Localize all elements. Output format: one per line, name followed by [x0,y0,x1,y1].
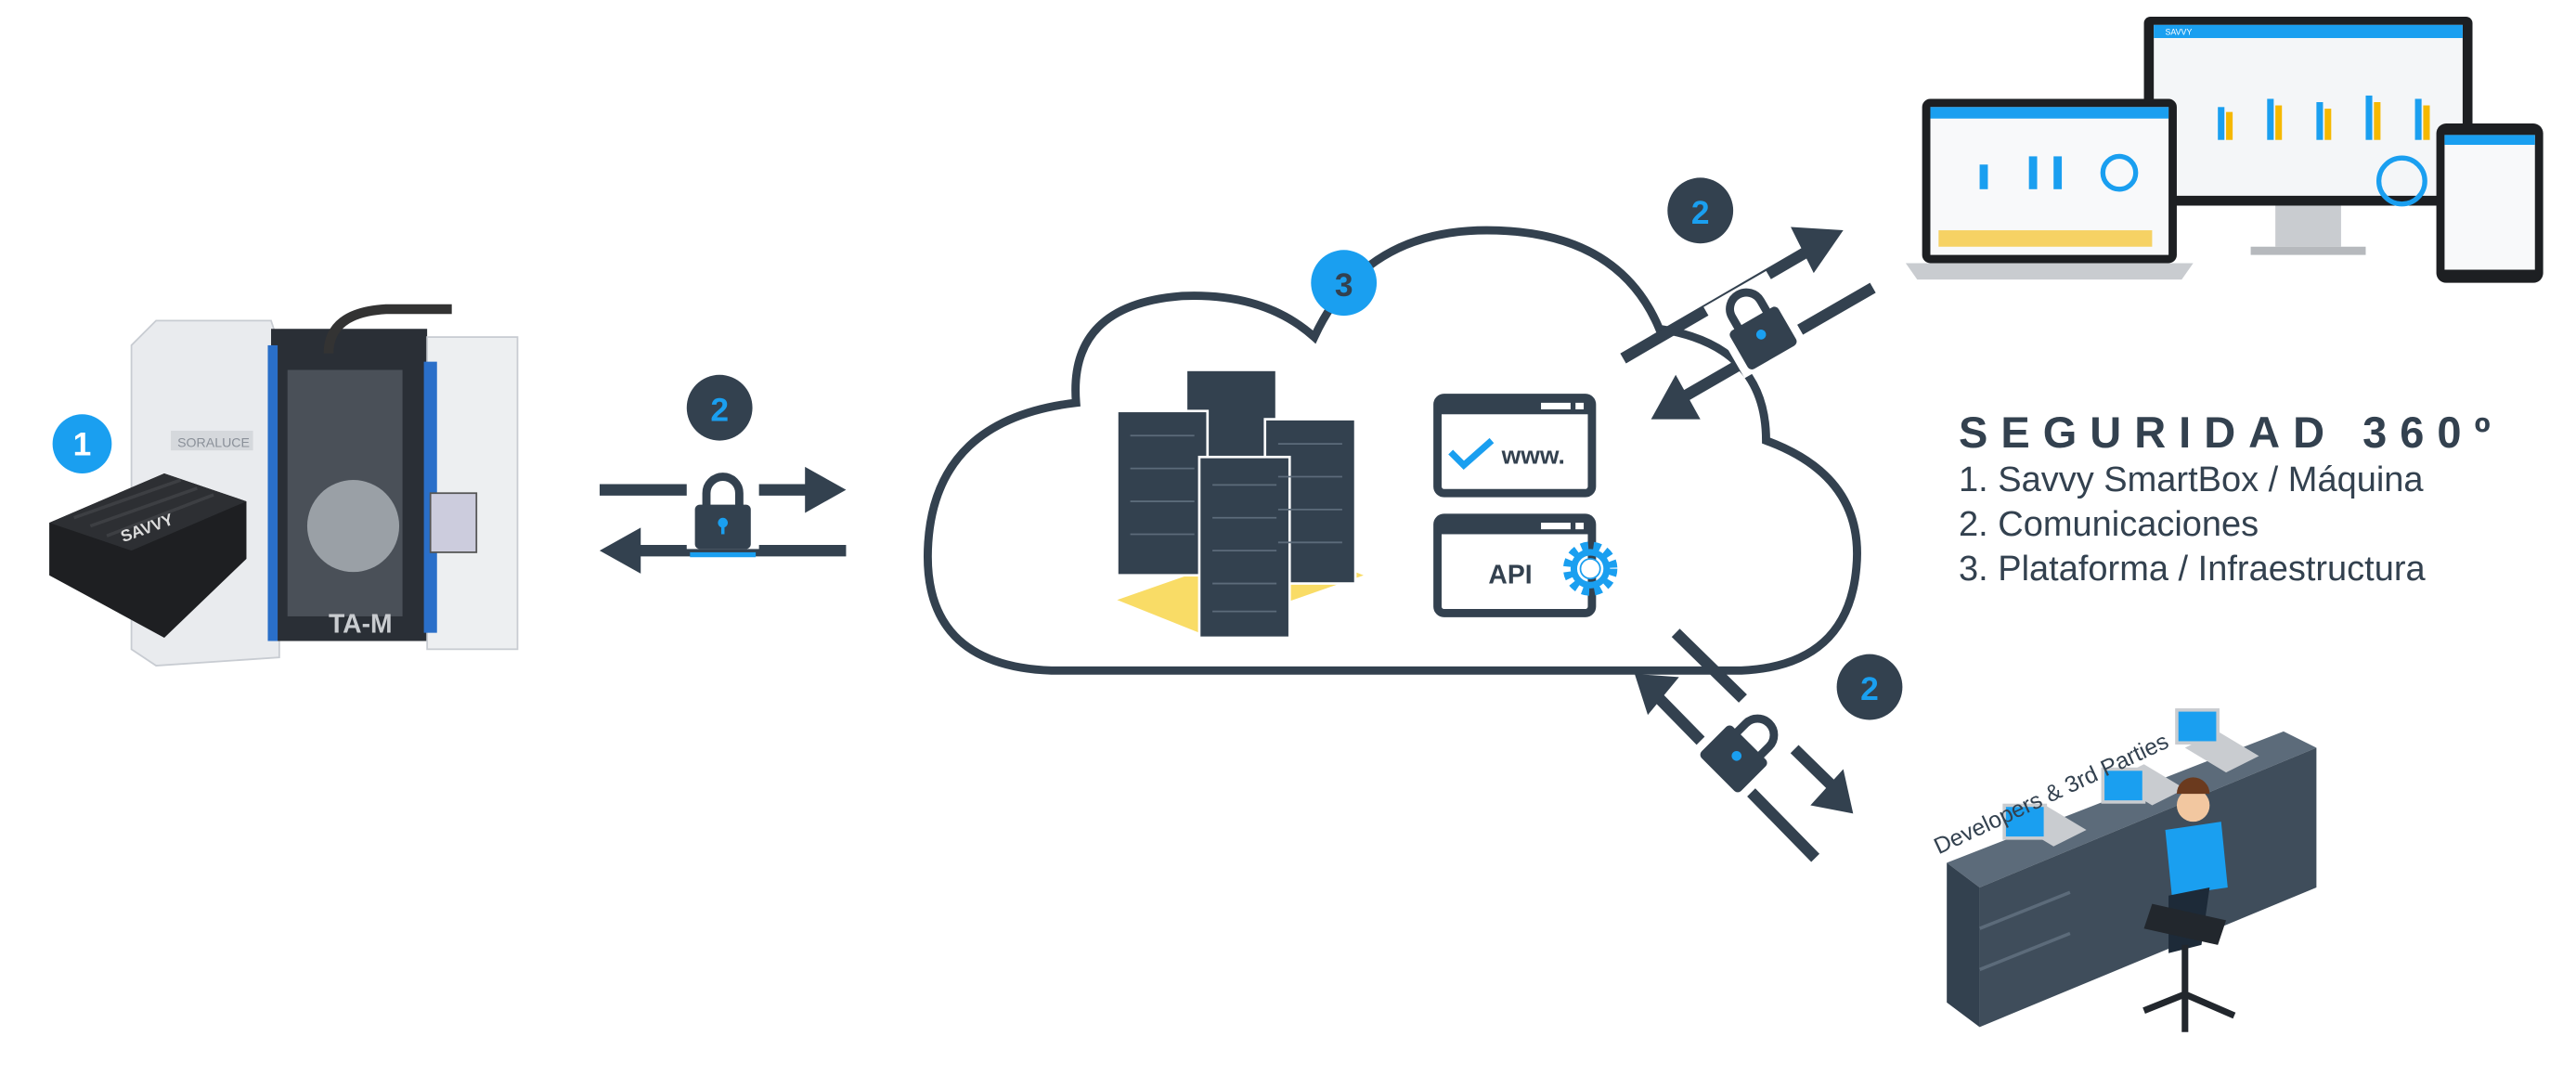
badge-1: 1 [52,414,112,473]
badge-2-left-label: 2 [710,392,729,428]
legend-title: SEGURIDAD 360º [1959,408,2504,457]
www-window-icon: www. [1433,394,1597,498]
legend-item-1: 1. Savvy SmartBox / Máquina [1959,460,2424,499]
smartbox-illustration: SAVVY [49,473,247,638]
security-legend: SEGURIDAD 360º 1. Savvy SmartBox / Máqui… [1959,407,2504,591]
legend-item-2: 2. Comunicaciones [1959,505,2259,544]
legend-item-3: 3. Plataforma / Infraestructura [1959,550,2426,589]
api-window-icon: API [1433,513,1618,617]
lock-icon [686,470,759,558]
badge-3-label: 3 [1335,267,1353,304]
lock-icon [1689,693,1800,803]
www-label: www. [1501,441,1565,469]
server-racks-icon [1116,369,1364,640]
badge-2-upper: 2 [1667,177,1734,244]
badge-3: 3 [1311,250,1378,317]
machine-brand: SORALUCE [177,435,250,450]
checkmark-icon [1448,437,1495,470]
machine-model: TA-M [329,609,393,639]
devices-brand: SAVVY [2166,27,2193,36]
api-label: API [1488,560,1532,589]
lock-icon [1703,270,1807,379]
badge-2-lower: 2 [1836,654,1903,720]
badge-1-label: 1 [73,427,92,463]
badge-2-upper-label: 2 [1691,195,1710,231]
cloud-outline [923,226,1861,675]
bidirectional-arrows-left [599,466,847,574]
devices-illustration: SAVVY [1905,16,2544,283]
badge-2-lower-label: 2 [1860,671,1879,707]
developers-illustration: Developers & 3rd Parties [1930,708,2317,1032]
developer-person [2142,777,2236,1032]
gear-icon [1562,541,1618,596]
badge-2-left: 2 [686,374,753,441]
